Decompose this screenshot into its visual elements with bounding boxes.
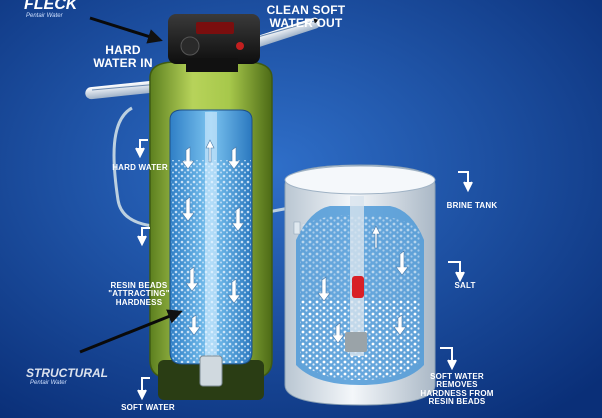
mineral-tank xyxy=(149,61,273,400)
label-line: RESIN BEADS xyxy=(428,397,486,407)
label-soft-water: SOFT WATER xyxy=(121,403,175,412)
pointer-arrow-icon xyxy=(79,16,183,354)
label-resin-beads: RESIN BEADS "ATTRACTING" HARDNESS xyxy=(102,281,176,307)
label-hard-water: HARD WATER xyxy=(112,163,168,172)
label-line: "ATTRACTING" xyxy=(108,289,170,299)
riser-tube xyxy=(205,112,217,362)
label-line: SOFT WATER xyxy=(430,372,484,381)
brine-tank xyxy=(284,164,436,406)
control-valve xyxy=(168,14,260,72)
label-line: HARDNESS FROM xyxy=(420,388,494,398)
label-brine-tank: BRINE TANK xyxy=(446,201,498,210)
label-clean-soft-water-out: CLEAN SOFT WATER OUT xyxy=(258,4,354,29)
label-line: WATER OUT xyxy=(269,15,343,30)
float xyxy=(352,276,364,298)
brand-name: FLECK xyxy=(24,0,78,13)
brand-tagline: Pentair Water xyxy=(26,13,63,19)
label-soft-water-removes: SOFT WATER REMOVES HARDNESS FROM RESIN B… xyxy=(418,372,496,407)
label-salt: SALT xyxy=(454,281,476,290)
label-line: HARDNESS xyxy=(115,297,163,307)
flow-arrows-brine xyxy=(317,225,409,344)
label-hard-water-in: HARD WATER IN xyxy=(88,44,158,69)
label-line: RESIN BEADS xyxy=(110,281,168,290)
label-line: HARD xyxy=(105,43,141,57)
label-line: WATER IN xyxy=(93,55,153,70)
brine-valve xyxy=(345,332,367,352)
distributor xyxy=(199,355,223,387)
label-line: CLEAN SOFT xyxy=(266,3,346,17)
label-line: REMOVES xyxy=(436,380,478,390)
down-arrow-icon xyxy=(135,139,473,401)
watermark-name: STRUCTURAL xyxy=(26,366,108,380)
watermark-tagline: Pentair Water xyxy=(30,380,67,386)
flow-arrows-tank xyxy=(181,139,245,336)
